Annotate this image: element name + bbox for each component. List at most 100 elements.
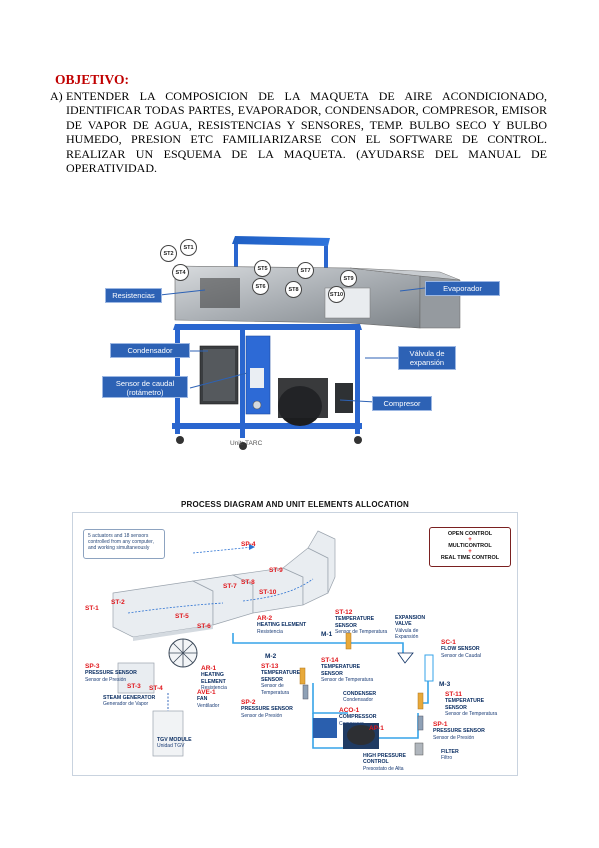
element-name-es: Sensor de Temperatura xyxy=(261,683,290,696)
sensor-badge: ST10 xyxy=(328,286,345,303)
element-code: AR-1 xyxy=(201,665,217,672)
element-name: TEMPERATURE SENSOR xyxy=(335,616,375,629)
tag-code: SP-4 xyxy=(241,541,256,548)
equipment-photo: Resistencias Evaporador Condensador Válv… xyxy=(100,228,505,458)
element-filter: FILTER Filtro xyxy=(441,749,481,762)
element-name: TEMPERATURE SENSOR xyxy=(445,698,485,711)
element-name: COMPRESSOR xyxy=(339,714,377,721)
element-code: ST-13 xyxy=(261,663,279,670)
element-ave1: AVE-1 FAN Ventilador xyxy=(197,687,237,709)
tag-code: ST-6 xyxy=(197,623,211,630)
element-m1: M-1 xyxy=(321,629,341,638)
element-name-es: Sensor de Temperatura xyxy=(335,629,388,636)
callout-evaporador: Evaporador xyxy=(425,281,500,296)
element-name-es: Sensor de Temperatura xyxy=(321,677,374,684)
element-code: AR-2 xyxy=(257,615,273,622)
element-expansion-valve: EXPANSION VALVE Válvula de Expansión xyxy=(395,615,441,641)
element-name-es: Sensor de Presión xyxy=(241,712,283,719)
sensor-badge: ST7 xyxy=(297,262,314,279)
real-time-control-label: REAL TIME CONTROL xyxy=(440,555,500,561)
element-name-es: Sensor de Caudal xyxy=(441,652,482,659)
tag-st6: ST-6 xyxy=(197,623,211,630)
tag-code: ST-5 xyxy=(175,613,189,620)
tag-st9: ST-9 xyxy=(269,567,283,574)
element-st13: ST-13 TEMPERATURE SENSOR Sensor de Tempe… xyxy=(261,661,313,696)
element-name-es: Ventilador xyxy=(197,702,220,709)
tag-code: ST-2 xyxy=(111,599,125,606)
callout-compresor: Compresor xyxy=(372,396,432,411)
diagram-frame: 5 actuators and 18 sensors controlled fr… xyxy=(72,512,518,776)
tag-code: M-3 xyxy=(439,681,451,688)
element-name: FLOW SENSOR xyxy=(441,646,480,653)
tag-code: ST-10 xyxy=(259,589,277,596)
element-code: ST-12 xyxy=(335,609,353,616)
element-aco1: ACO-1 COMPRESSOR Compresor xyxy=(339,705,389,727)
control-modes-box: OPEN CONTROL + MULTICONTROL + REAL TIME … xyxy=(429,527,511,567)
element-ar2: AR-2 HEATING ELEMENT Resistencia xyxy=(257,613,311,635)
plus-sign: + xyxy=(468,549,472,555)
element-name: FAN xyxy=(197,696,208,703)
tag-code: ST-4 xyxy=(149,685,163,692)
sensor-badge: ST4 xyxy=(172,264,189,281)
element-code: M-1 xyxy=(321,631,333,638)
element-name-es: Sensor de Presión xyxy=(85,676,127,683)
element-ar1: AR-1 HEATING ELEMENT Resistencia xyxy=(201,663,245,692)
element-name: HIGH PRESSURE CONTROL xyxy=(363,753,406,766)
tag-st5: ST-5 xyxy=(175,613,189,620)
element-code: ST-14 xyxy=(321,657,339,664)
item-letter: A) xyxy=(50,89,63,103)
element-code: SP-3 xyxy=(85,663,100,670)
element-name: PRESSURE SENSOR xyxy=(433,728,485,735)
element-name: FILTER xyxy=(441,749,459,755)
tag-st2: ST-2 xyxy=(111,599,125,606)
element-name-es: Filtro xyxy=(441,755,453,762)
callout-sensor-caudal: Sensor de caudal (rotámetro) xyxy=(102,376,188,398)
element-code: SP-2 xyxy=(241,699,256,706)
element-name-es: Válvula de Expansión xyxy=(395,627,419,641)
element-name: HEATING ELEMENT xyxy=(257,622,307,629)
element-high-pressure-control: HIGH PRESSURE CONTROL Presostato de Alta xyxy=(363,753,419,772)
objective-paragraph: A) ENTENDER LA COMPOSICION DE LA MAQUETA… xyxy=(50,89,547,175)
element-sp1: SP-1 PRESSURE SENSOR Sensor de Presión xyxy=(433,719,509,741)
tag-code: ST-1 xyxy=(85,605,99,612)
element-name: PRESSURE SENSOR xyxy=(85,670,137,677)
element-code: SP-1 xyxy=(433,721,448,728)
tag-st7: ST-7 xyxy=(223,583,237,590)
tag-m3: M-3 xyxy=(439,681,450,688)
element-code: ACO-1 xyxy=(339,707,360,714)
tag-code: ST-3 xyxy=(127,683,141,690)
element-name-es: Resistencia xyxy=(257,628,283,635)
sensor-badge: ST6 xyxy=(252,278,269,295)
element-st14: ST-14 TEMPERATURE SENSOR Sensor de Tempe… xyxy=(321,655,377,684)
element-name-es: Resistencia xyxy=(201,685,227,692)
callout-condensador: Condensador xyxy=(110,343,190,358)
tag-st3: ST-3 xyxy=(127,683,141,690)
element-code: M-2 xyxy=(265,653,277,660)
sensor-badge: ST1 xyxy=(180,239,197,256)
element-ap1: AP-1 xyxy=(369,723,389,732)
element-name: STEAM GENERATOR xyxy=(103,695,156,701)
element-name-es: Sensor de Presión xyxy=(433,734,475,741)
element-st12: ST-12 TEMPERATURE SENSOR Sensor de Tempe… xyxy=(335,607,393,636)
tag-st8: ST-8 xyxy=(241,579,255,586)
section-heading: OBJETIVO: xyxy=(55,72,129,87)
sensor-badge: ST2 xyxy=(160,245,177,262)
element-tgv-module: TGV MODULE Unidad TGV xyxy=(157,737,207,750)
tag-code: ST-9 xyxy=(269,567,283,574)
element-sp3: SP-3 PRESSURE SENSOR Sensor de Presión xyxy=(85,661,137,683)
plus-sign: + xyxy=(468,537,472,543)
open-control-label: OPEN CONTROL xyxy=(447,531,493,537)
actuators-sensors-note: 5 actuators and 18 sensors controlled fr… xyxy=(83,529,165,559)
tag-code: ST-7 xyxy=(223,583,237,590)
element-name-es: Sensor de Temperatura xyxy=(445,711,498,718)
sensor-badge: ST5 xyxy=(254,260,271,277)
element-st11: ST-11 TEMPERATURE SENSOR Sensor de Tempe… xyxy=(445,689,501,718)
multicontrol-label: MULTICONTROL xyxy=(448,543,492,549)
element-name: TEMPERATURE SENSOR xyxy=(321,664,361,677)
sensor-badge: ST9 xyxy=(340,270,357,287)
element-name-es: Condensador xyxy=(343,697,374,704)
tag-sp4: SP-4 xyxy=(241,541,255,548)
sensor-badge: ST8 xyxy=(285,281,302,298)
element-condenser: CONDENSER Condensador xyxy=(343,691,389,704)
